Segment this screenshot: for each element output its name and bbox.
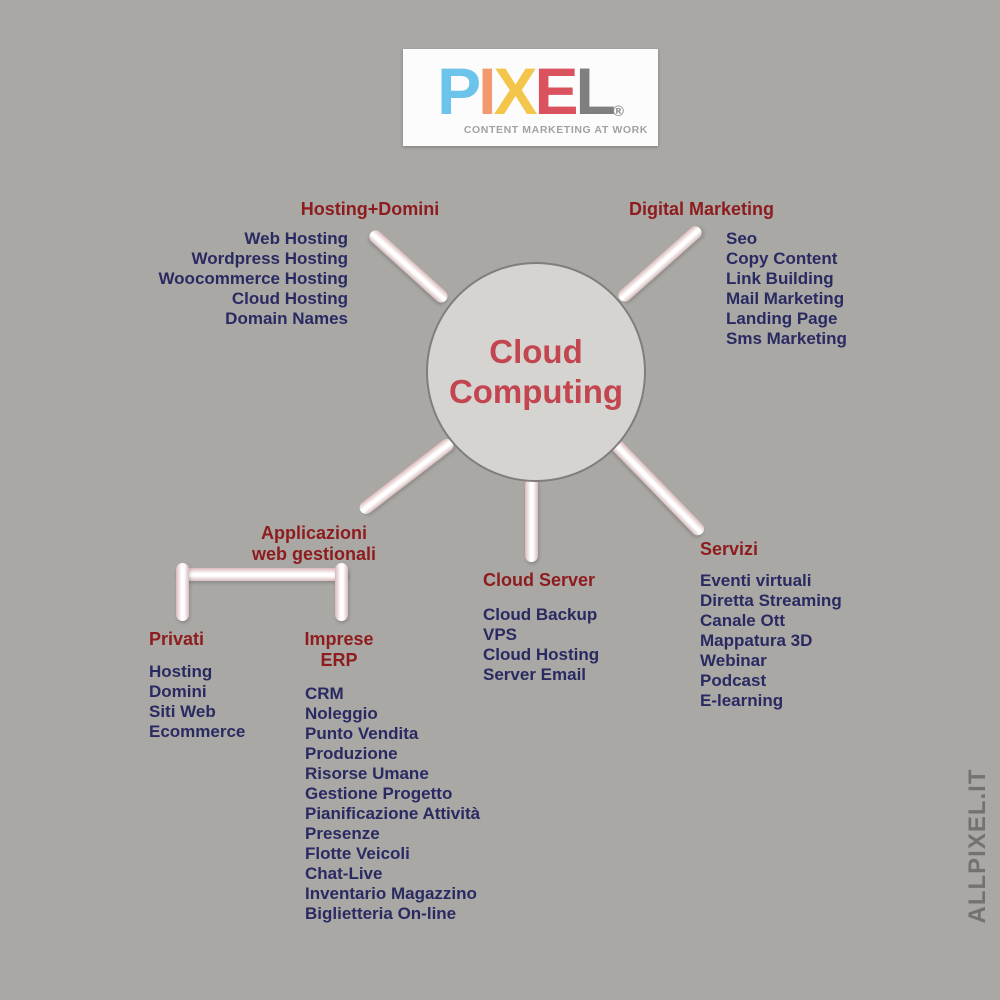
list-item: Webinar	[700, 651, 767, 670]
connector-hosting-domini	[366, 227, 451, 306]
list-item: Gestione Progetto	[305, 784, 453, 803]
list-cloud-server: Cloud Backup VPS Cloud Hosting Server Em…	[483, 605, 663, 685]
registered-trademark-icon: ®	[612, 102, 624, 120]
logo-letter-l: L	[575, 53, 616, 128]
list-item: Sms Marketing	[726, 329, 847, 348]
list-item: Woocommerce Hosting	[158, 269, 348, 288]
list-item: Canale Ott	[700, 611, 786, 630]
list-item: Chat-Live	[305, 864, 383, 883]
list-item: Biglietteria On-line	[305, 904, 457, 923]
logo-letter-x: X	[493, 53, 537, 128]
list-item: Siti Web	[149, 702, 216, 721]
list-item: Seo	[726, 229, 758, 248]
center-title-line1: Cloud	[489, 333, 583, 370]
list-item: Domini	[149, 682, 207, 701]
list-servizi: Eventi virtuali Diretta Streaming Canale…	[700, 571, 900, 711]
list-item: Pianificazione Attività	[305, 804, 481, 823]
list-item: Mail Marketing	[726, 289, 845, 308]
list-privati: Hosting Domini Siti Web Ecommerce	[149, 662, 299, 742]
connector-applicazioni	[357, 436, 457, 517]
connector-servizi	[608, 436, 707, 538]
center-title-line2: Computing	[448, 373, 624, 410]
bracket-drop-imprese	[335, 563, 348, 621]
bracket-drop-privati	[176, 563, 189, 621]
subbranch-title-imprese-erp: Imprese ERP	[289, 629, 389, 671]
allpixel-watermark: ALLPIXEL.IT	[964, 768, 991, 924]
list-item: Cloud Hosting	[483, 645, 600, 664]
list-item: E-learning	[700, 691, 784, 710]
logo-letter-i: I	[478, 53, 496, 128]
subbranch-title-imprese-line1: Imprese	[304, 629, 374, 649]
list-digital-marketing: Seo Copy Content Link Building Mail Mark…	[726, 229, 946, 349]
list-item: Inventario Magazzino	[305, 884, 477, 903]
branch-title-digital-marketing: Digital Marketing	[629, 199, 775, 219]
list-item: Podcast	[700, 671, 767, 690]
list-item: Web Hosting	[244, 229, 348, 248]
logo-tagline: CONTENT MARKETING AT WORK	[463, 123, 648, 136]
list-item: Server Email	[483, 665, 587, 684]
logo-letter-e: E	[534, 53, 578, 128]
list-item: Presenze	[305, 824, 380, 843]
branch-title-hosting-domini: Hosting+Domini	[300, 199, 440, 219]
list-item: Landing Page	[726, 309, 838, 328]
branch-title-servizi: Servizi	[700, 539, 759, 559]
list-item: Punto Vendita	[305, 724, 419, 743]
list-item: Mappatura 3D	[700, 631, 813, 650]
list-item: Wordpress Hosting	[191, 249, 348, 268]
list-item: Eventi virtuali	[700, 571, 812, 590]
list-item: CRM	[305, 684, 344, 703]
list-imprese-erp: CRM Noleggio Punto Vendita Produzione Ri…	[305, 684, 535, 924]
list-item: Risorse Umane	[305, 764, 429, 783]
list-item: Cloud Backup	[483, 605, 598, 624]
list-hosting-domini: Web Hosting Wordpress Hosting Woocommerc…	[108, 229, 348, 329]
list-item: Cloud Hosting	[231, 289, 348, 308]
bracket-horizontal-bar	[176, 568, 348, 581]
connector-cloud-server	[525, 478, 538, 562]
list-item: Copy Content	[726, 249, 838, 268]
list-item: Diretta Streaming	[700, 591, 842, 610]
list-item: Produzione	[305, 744, 398, 763]
list-item: Noleggio	[305, 704, 378, 723]
list-item: Ecommerce	[149, 722, 246, 741]
logo-letter-p: P	[437, 53, 481, 128]
list-item: Domain Names	[225, 309, 348, 328]
list-item: Flotte Veicoli	[305, 844, 410, 863]
list-item: Link Building	[726, 269, 834, 288]
list-item: Hosting	[149, 662, 213, 681]
connector-digital-marketing	[615, 223, 705, 305]
branch-title-cloud-server: Cloud Server	[483, 570, 596, 590]
subbranch-title-privati: Privati	[149, 629, 205, 649]
center-node-cloud-computing: Cloud Computing	[426, 262, 646, 482]
branch-title-applicazioni-line1: Applicazioni	[260, 523, 367, 543]
branch-title-applicazioni-line2: web gestionali	[251, 544, 377, 564]
branch-title-applicazioni: Applicazioni web gestionali	[214, 523, 414, 565]
list-item: VPS	[483, 625, 518, 644]
subbranch-title-imprese-line2: ERP	[320, 650, 358, 670]
